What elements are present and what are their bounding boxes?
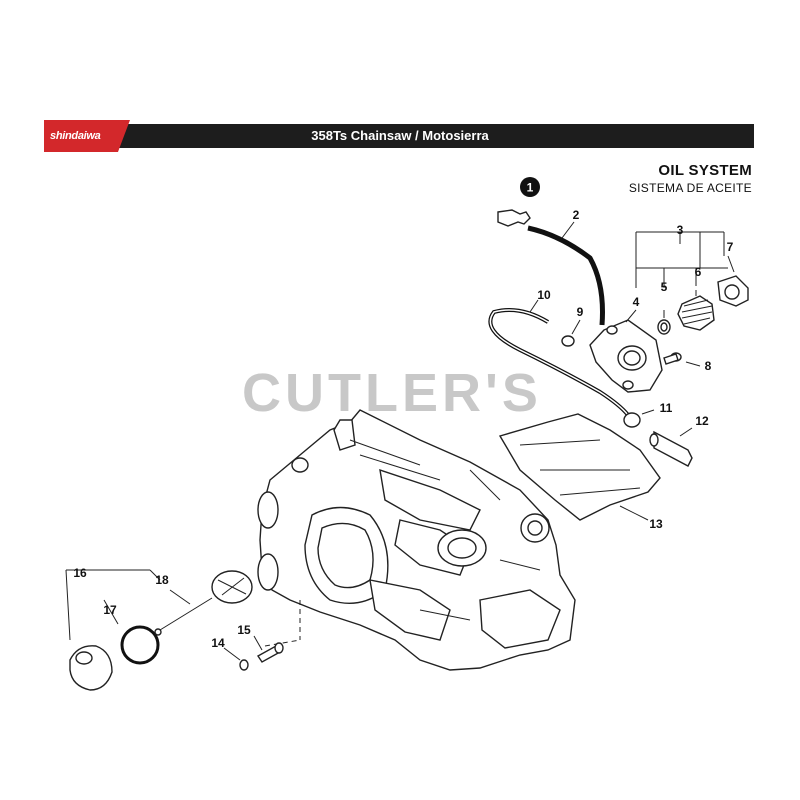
callout-12: 12 bbox=[695, 414, 709, 428]
part-18-strainer-drawing bbox=[154, 570, 253, 636]
callout-15: 15 bbox=[237, 623, 251, 637]
callout-7: 7 bbox=[727, 240, 734, 254]
callout-8: 8 bbox=[705, 359, 712, 373]
header-bar bbox=[44, 124, 754, 148]
callout-18: 18 bbox=[155, 573, 169, 587]
callout-5: 5 bbox=[661, 280, 668, 294]
part-1-fitting-drawing bbox=[497, 209, 531, 227]
part-14-oring-drawing bbox=[239, 659, 249, 671]
callout-11: 11 bbox=[660, 401, 673, 415]
part-15-bolt-drawing bbox=[256, 642, 284, 663]
brand-logo: shindaiwa bbox=[44, 120, 130, 152]
callout-2: 2 bbox=[573, 208, 580, 222]
callout-13: 13 bbox=[649, 517, 663, 531]
part-11-seal-drawing bbox=[623, 412, 641, 428]
crankcase-drawing bbox=[257, 409, 576, 671]
callout-6: 6 bbox=[695, 265, 702, 279]
part-6-worm-gear-drawing bbox=[677, 295, 715, 331]
part-4-oil-pump-drawing bbox=[589, 319, 663, 393]
callout-1-badge bbox=[520, 177, 540, 197]
part-8-screw-drawing bbox=[663, 352, 682, 365]
callout-4: 4 bbox=[633, 295, 640, 309]
callout-1: 1 bbox=[527, 181, 534, 195]
callout-14: 14 bbox=[211, 636, 225, 650]
callout-17: 17 bbox=[103, 603, 117, 617]
section-title: OIL SYSTEM bbox=[658, 162, 752, 179]
callout-3: 3 bbox=[677, 223, 684, 237]
callout-10: 10 bbox=[537, 288, 551, 302]
part-17-gasket-drawing bbox=[120, 625, 160, 665]
part-16-tank-cap-drawing bbox=[69, 645, 113, 691]
part-12-pin-drawing bbox=[649, 430, 693, 467]
page-title: 358Ts Chainsaw / Motosierra bbox=[311, 128, 489, 143]
part-9-oring-drawing bbox=[561, 335, 575, 347]
part-13-plate-drawing bbox=[498, 413, 661, 521]
leader-lines bbox=[65, 221, 735, 661]
callout-9: 9 bbox=[577, 305, 584, 319]
callout-16: 16 bbox=[73, 566, 87, 580]
part-2-hose-drawing bbox=[527, 225, 605, 326]
brand-name: shindaiwa bbox=[50, 130, 101, 142]
part-7-drive-drawing bbox=[717, 275, 749, 307]
section-subtitle: SISTEMA DE ACEITE bbox=[628, 181, 752, 195]
